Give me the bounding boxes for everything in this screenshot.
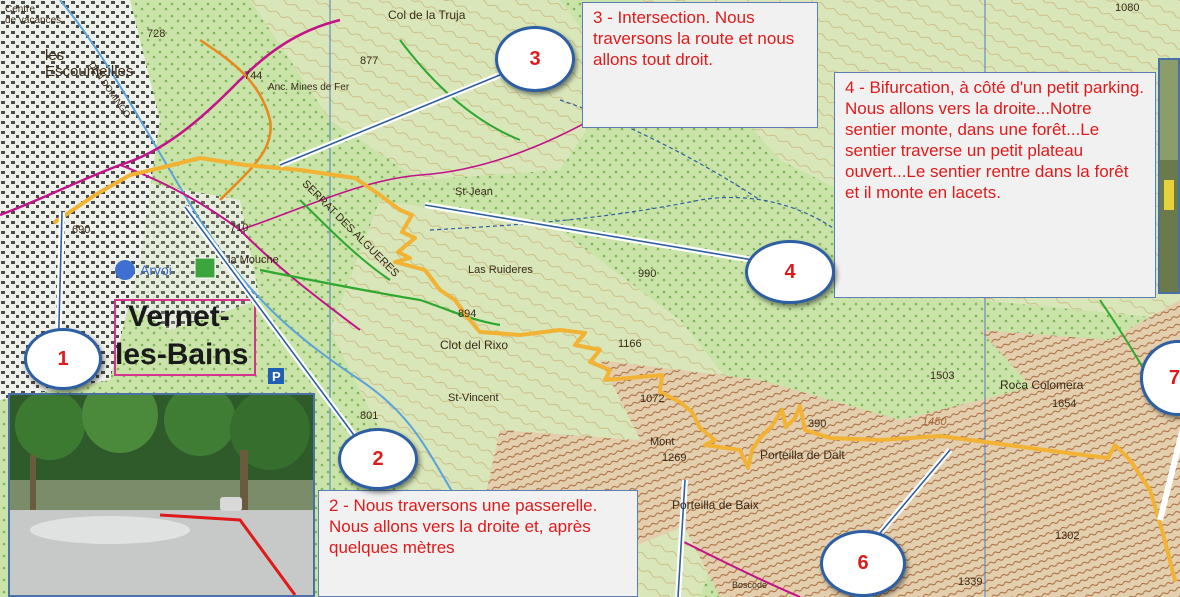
photo-parking (8, 393, 315, 597)
label-alt-1080: 1080 (1115, 2, 1140, 14)
label-alt-1503: 1503 (930, 370, 955, 382)
label-alt-744: 744 (244, 70, 263, 82)
marker-6[interactable]: 6 (820, 530, 906, 597)
label-alt-1166: 1166 (618, 338, 642, 350)
marker-1[interactable]: 1 (24, 328, 102, 390)
river (59, 0, 471, 521)
label-alt-1269: 1269 (662, 452, 687, 464)
label-alt-1654: 1654 (1052, 398, 1077, 410)
photo-parking-image (10, 395, 313, 595)
label-la-mouche: la Mouche (228, 254, 279, 266)
label-las-ruideres: Las Ruideres (468, 264, 533, 276)
parking-icon-letter: P (272, 369, 281, 384)
trail-green (259, 268, 501, 327)
label-st-vincent: St-Vincent (448, 392, 499, 404)
road-magenta (0, 18, 341, 217)
label-bosc: Boscode (732, 580, 768, 590)
label-mont: Mont (650, 436, 675, 448)
label-alt-728: 728 (147, 28, 166, 40)
label-alt-690: 690 (72, 224, 91, 236)
label-alt-1302: 1302 (1055, 530, 1080, 542)
label-col-truja: Col de la Truja (388, 8, 466, 22)
town-boundary (114, 299, 256, 376)
label-porteilla-baix: Porteilla de Baix (672, 498, 759, 512)
hiking-route (53, 156, 1177, 582)
label-alt-1339: 1339 (958, 576, 983, 588)
label-st-jean: St-Jean (455, 186, 493, 198)
label-roca-colomera: Roca Colomera (1000, 378, 1084, 392)
callout-step-3: 3 - Intersection. Nous traversons la rou… (582, 2, 818, 128)
label-alt-894: 894 (458, 308, 477, 320)
marker-4[interactable]: 4 (745, 240, 835, 304)
callout-step-2: 2 - Nous traversons une passerelle. Nous… (318, 490, 638, 597)
label-centre-vacances: Centre de vacances (5, 4, 62, 26)
label-les-bains: les-Bains (115, 338, 249, 371)
label-porteilla-dalt: Porteilla de Dalt (760, 448, 845, 462)
marker-3[interactable]: 3 (495, 26, 575, 92)
label-anc-mines: Anc. Mines de Fer (268, 82, 350, 93)
marker-2[interactable]: 2 (338, 428, 418, 490)
label-clot-rixo: Clot del Rixo (440, 338, 509, 352)
photo-forest-image (1160, 60, 1178, 292)
callout-step-4: 4 - Bifurcation, à côté d'un petit parki… (834, 72, 1156, 298)
label-arvoi: Arvoi (140, 262, 172, 278)
parking-icon (268, 368, 284, 384)
label-alt-1072: 1072 (640, 393, 665, 405)
label-alt-1450: 1450 (922, 416, 947, 428)
road-orange (199, 38, 272, 201)
label-alt-877: 877 (360, 55, 379, 67)
info-icon (115, 260, 135, 280)
photo-forest (1158, 58, 1180, 294)
label-les-escoumeilles: les Escoumeilles (45, 47, 134, 80)
label-alt-710: 710 (230, 222, 249, 234)
label-alt-390: 390 (808, 418, 827, 430)
label-alt-990: 990 (638, 268, 657, 280)
label-alt-801: 801 (360, 410, 379, 422)
label-vernet: Vernet- (128, 300, 230, 333)
tourist-office-icon (194, 257, 216, 279)
